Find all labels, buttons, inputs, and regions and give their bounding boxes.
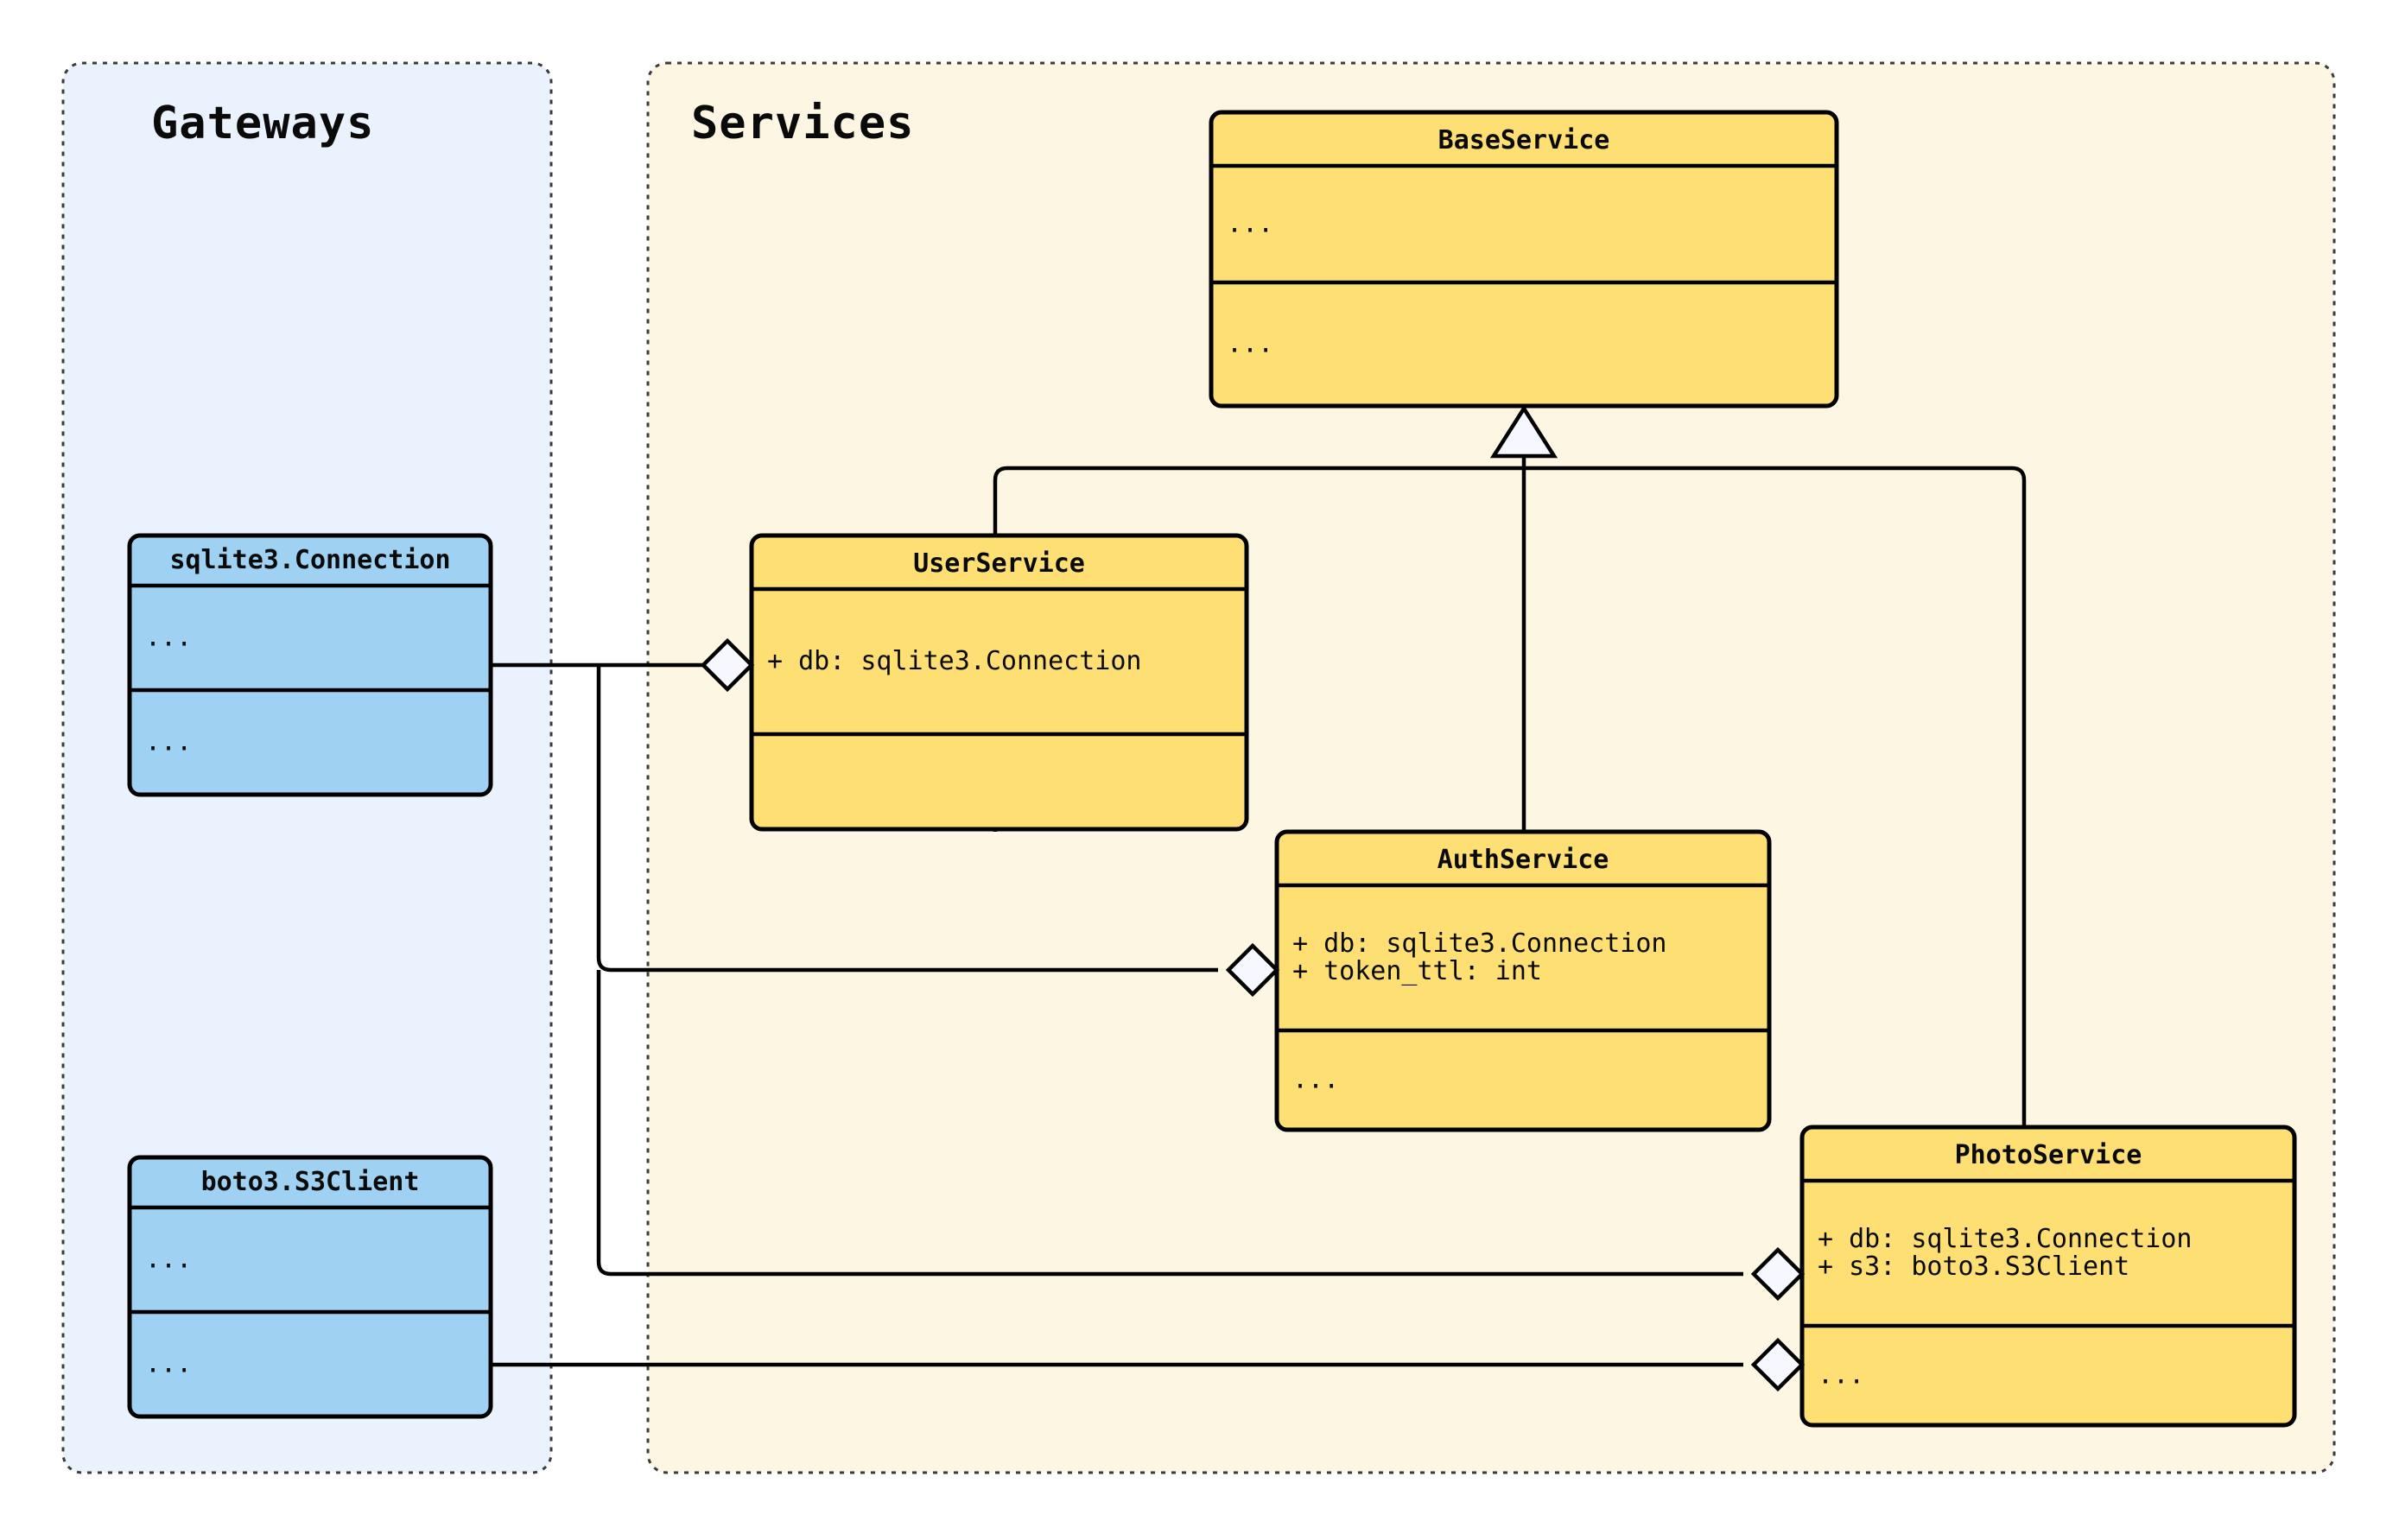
class-name-sqlite3-connection: sqlite3.Connection	[169, 545, 450, 575]
class-attribute-photo-service-0: + db: sqlite3.Connection	[1818, 1224, 2192, 1254]
aggregation-diamond-photo-s3-icon	[1750, 1337, 1806, 1392]
package-title-gateways: Gateways	[151, 98, 374, 149]
class-attribute-user-service-0: + db: sqlite3.Connection	[767, 646, 1141, 676]
aggregation-diamond-user-icon	[700, 637, 755, 693]
class-attribute-photo-service-1: + s3: boto3.S3Client	[1818, 1252, 2129, 1282]
class-attribute-auth-service-0: + db: sqlite3.Connection	[1292, 928, 1666, 959]
package-services[interactable]	[646, 61, 2336, 1474]
class-method-boto3-s3client-0: ...	[145, 1349, 192, 1379]
class-name-base-service: BaseService	[1438, 125, 1610, 155]
aggregation-sqlite-trunk[interactable]	[596, 665, 1218, 973]
class-name-auth-service: AuthService	[1437, 845, 1609, 875]
generalization-photo-to-base[interactable]	[1524, 466, 2027, 1127]
generalization-user-to-base[interactable]	[993, 466, 1524, 832]
class-method-photo-service-0: ...	[1818, 1360, 1864, 1391]
generalization-triangle-icon	[1489, 404, 1558, 459]
aggregation-diamond-auth-icon	[1225, 942, 1280, 998]
class-method-base-service-0: ...	[1227, 329, 1273, 359]
aggregation-sqlite-trunk-lower[interactable]	[596, 970, 1743, 1277]
class-attribute-auth-service-1: + token_ttl: int	[1292, 956, 1542, 986]
class-box-boto3-s3client[interactable]	[127, 1155, 493, 1419]
package-title-services: Services	[691, 98, 914, 149]
class-box-user-service[interactable]	[749, 533, 1249, 832]
class-name-photo-service: PhotoService	[1955, 1140, 2142, 1170]
class-attribute-sqlite3-connection-0: ...	[145, 623, 192, 653]
class-attribute-boto3-s3client-0: ...	[145, 1245, 192, 1275]
class-name-boto3-s3client: boto3.S3Client	[201, 1167, 420, 1197]
class-method-auth-service-0: ...	[1292, 1065, 1339, 1095]
class-attribute-base-service-0: ...	[1227, 209, 1273, 239]
class-method-sqlite3-connection-0: ...	[145, 727, 192, 757]
class-box-sqlite3-connection[interactable]	[127, 533, 493, 797]
class-box-auth-service[interactable]	[1274, 829, 1772, 1132]
class-name-user-service: UserService	[913, 548, 1085, 579]
aggregation-diamond-photo-db-icon	[1750, 1246, 1806, 1302]
